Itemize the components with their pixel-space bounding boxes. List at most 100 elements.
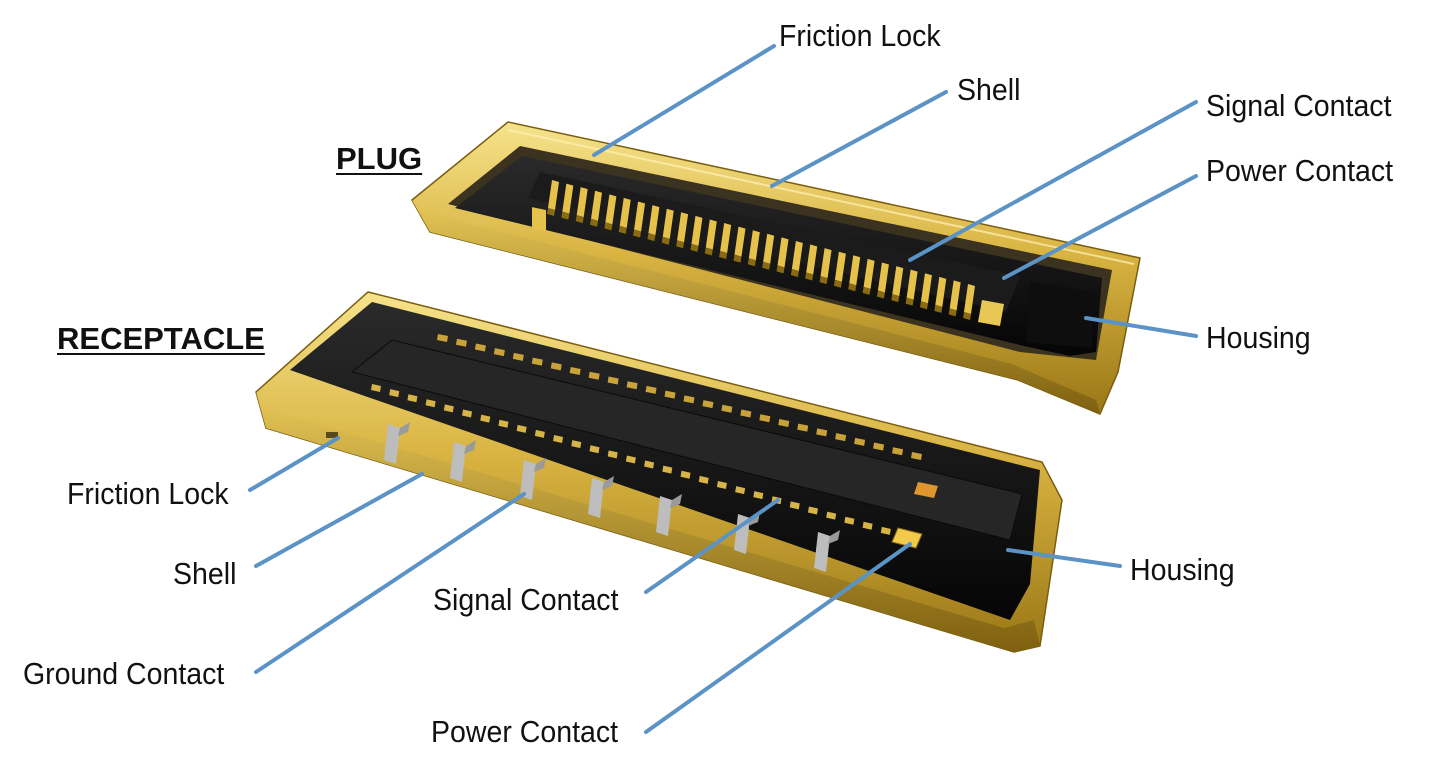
receptacle-contact-back (626, 381, 638, 390)
plug-contact-foot (905, 297, 914, 306)
plug-power-contact-right (978, 300, 1004, 326)
ground-contact (520, 460, 536, 500)
plug-signal-contact (748, 230, 760, 261)
receptacle-contact-back (512, 352, 524, 361)
plug-signal-contact (662, 208, 674, 239)
receptacle-contact-front (498, 419, 509, 428)
receptacle-contact-front (425, 399, 436, 408)
plug-contact-foot (633, 229, 642, 238)
receptacle-signal-contact-leader (644, 498, 780, 594)
plug-signal-contact (906, 269, 918, 300)
plug-signal-contact (648, 205, 660, 236)
receptacle-friction-lock (326, 432, 338, 438)
receptacle-contact-back (531, 357, 543, 366)
receptacle-friction-lock-label: Friction Lock (67, 476, 229, 511)
plug-signal-contact (763, 233, 775, 264)
receptacle-shell-leader (254, 472, 424, 568)
plug-signal-contact (734, 226, 746, 257)
plug-contact-foot (848, 283, 857, 292)
receptacle-contact-front (807, 506, 818, 515)
receptacle-contact-front (553, 435, 564, 444)
receptacle-contact-front (534, 429, 545, 438)
plug-housing-end (1026, 282, 1094, 348)
plug-contact-foot (948, 308, 957, 317)
plug-signal-contact (576, 187, 588, 218)
receptacle-contact-back (455, 338, 467, 347)
plug-power-contact-left (532, 207, 546, 233)
plug-friction-lock-leader (592, 44, 776, 157)
plug-housing-label: Housing (1206, 320, 1311, 355)
plug-contact-foot (704, 247, 713, 256)
plug-signal-contact (949, 280, 961, 311)
plug-signal-contact (964, 284, 975, 314)
plug-contact-foot (819, 276, 828, 285)
receptacle-contact-back (816, 428, 828, 437)
receptacle-contact-back (702, 400, 714, 409)
receptacle-contact-back (493, 348, 505, 357)
plug-signal-contact (691, 215, 703, 246)
receptacle-contact-front (662, 465, 673, 474)
leader-lines (248, 44, 1198, 734)
receptacle-contact-front (516, 424, 527, 433)
receptacle-contact-back (778, 418, 790, 427)
plug-contact-foot (561, 211, 570, 220)
receptacle-signal-contact-label: Signal Contact (433, 582, 619, 617)
receptacle-power-contact (891, 527, 923, 549)
plug-signal-contact (720, 223, 732, 254)
receptacle-shell-label: Shell (173, 556, 237, 591)
receptacle-power-contact-back (914, 482, 938, 498)
plug-friction-lock-label: Friction Lock (779, 18, 941, 53)
plug-contact-foot (891, 294, 900, 303)
receptacle-contact-front (735, 486, 746, 495)
plug-contact-foot (776, 265, 785, 274)
plug-signal-contact (892, 266, 904, 297)
plug-signal-contact (634, 201, 646, 232)
plug-signal-contacts (547, 180, 975, 320)
plug-contact-foot (676, 240, 685, 249)
plug-contact-foot (604, 222, 613, 231)
receptacle-contact-front (880, 526, 891, 535)
receptacle-contact-front (625, 455, 636, 464)
receptacle-contact-back (854, 437, 866, 446)
ground-contact-hook (464, 440, 476, 454)
plug-signal-contact (605, 194, 617, 225)
receptacle-housing-label: Housing (1130, 552, 1235, 587)
plug-contact-foot (919, 301, 928, 310)
plug-contact-foot (590, 218, 599, 227)
plug-shell-leader (770, 90, 948, 188)
receptacle-contact-front (462, 409, 473, 418)
receptacle-friction-lock-leader (248, 436, 340, 492)
plug-contact-foot (862, 286, 871, 295)
plug-contact-foot (833, 279, 842, 288)
plug-contact-foot (733, 254, 742, 263)
plug-signal-contact (935, 276, 947, 307)
receptacle-contact-back (607, 376, 619, 385)
ground-contact-hook (534, 458, 546, 472)
receptacle-signal-contacts-front (371, 384, 909, 540)
ground-contact-hook (670, 494, 682, 508)
receptacle-power-contact-leader (644, 542, 912, 734)
receptacle-contact-front (826, 511, 837, 520)
receptacle-contact-front (371, 384, 381, 392)
ground-contact-hook (398, 422, 410, 436)
receptacle-contact-back (683, 395, 695, 404)
receptacle-contact-back (664, 390, 676, 399)
receptacle-contact-front (589, 445, 600, 454)
plug-signal-contact-leader (908, 100, 1198, 262)
receptacle-contact-back (797, 423, 809, 432)
plug-signal-contact (920, 273, 932, 304)
receptacle-contact-front (844, 516, 855, 525)
receptacle-contact-back (569, 367, 581, 376)
receptacle-contact-back (588, 371, 600, 380)
plug-contact-foot (747, 258, 756, 267)
plug-power-contact-label: Power Contact (1206, 153, 1394, 188)
plug-signal-contact (863, 258, 875, 289)
receptacle-connector (255, 291, 1063, 653)
receptacle-contact-front (716, 480, 727, 489)
plug-shell-side (412, 200, 1100, 414)
receptacle-contact-back (474, 343, 486, 352)
plug-power-contact-leader (1002, 174, 1198, 280)
ground-contact (814, 532, 830, 572)
plug-title: PLUG (336, 141, 423, 176)
plug-signal-contact (548, 180, 559, 210)
